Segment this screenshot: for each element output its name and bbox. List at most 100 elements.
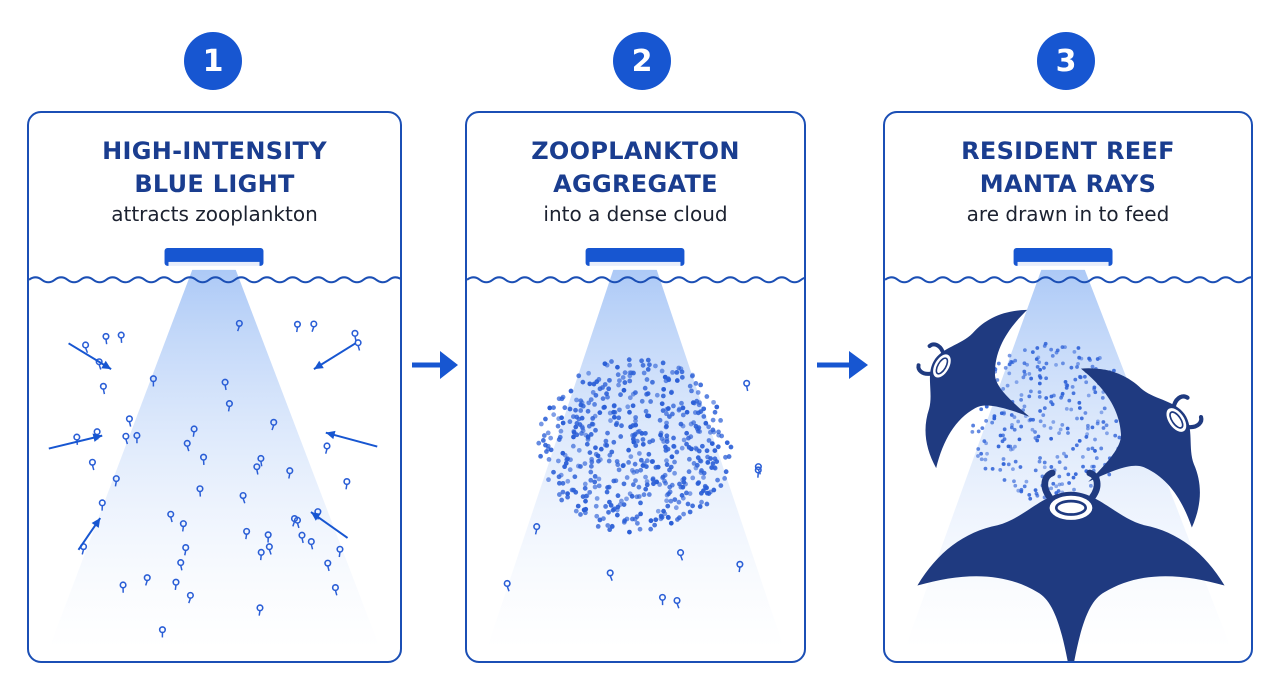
plankton-dot	[1042, 465, 1047, 470]
plankton-dot	[648, 526, 654, 532]
plankton-dot	[618, 434, 624, 439]
plankton-dot	[1027, 493, 1032, 497]
plankton-dot	[1009, 413, 1014, 417]
plankton-dot	[674, 449, 680, 455]
plankton-dot	[573, 508, 579, 514]
plankton-dot	[1005, 383, 1010, 388]
plankton-dot	[545, 430, 551, 436]
plankton-dot	[1019, 398, 1023, 402]
plankton-dot	[1077, 400, 1082, 405]
plankton-dot	[684, 441, 689, 447]
plankton-dot	[611, 478, 617, 484]
plankton-dot	[573, 407, 578, 413]
plankton-dot	[680, 477, 686, 483]
plankton-dot	[619, 423, 624, 429]
plankton-dot	[664, 492, 670, 498]
plankton-dot	[703, 420, 709, 426]
plankton-dot	[693, 445, 699, 451]
plankton-dot	[1037, 459, 1042, 464]
zooplankton	[323, 442, 331, 454]
plankton-dot	[559, 497, 565, 503]
plankton-dot	[612, 409, 618, 415]
plankton-dot	[601, 516, 606, 522]
plankton-dot	[663, 378, 669, 384]
zooplankton	[673, 596, 681, 609]
plankton-dot	[1064, 385, 1069, 390]
plankton-dot	[585, 437, 591, 443]
plankton-dot	[722, 476, 728, 481]
plankton-dot	[1076, 346, 1081, 350]
plankton-dot	[567, 467, 573, 473]
plankton-dot	[598, 446, 604, 452]
plankton-dot	[587, 381, 593, 387]
plankton-dot	[551, 405, 556, 410]
plankton-dot	[639, 398, 645, 404]
plankton-dot	[1033, 468, 1038, 473]
zooplankton	[102, 332, 110, 345]
step-1-subtitle: attracts zooplankton	[111, 202, 318, 226]
plankton-dot	[603, 504, 608, 509]
plankton-dot	[607, 499, 612, 505]
plankton-dot	[724, 440, 730, 446]
plankton-dot	[979, 451, 984, 456]
step-3-subtitle: are drawn in to feed	[966, 202, 1170, 226]
plankton-dot	[711, 487, 717, 493]
zooplankton	[754, 466, 762, 478]
plankton-dot	[1079, 356, 1084, 361]
plankton-dot	[1019, 489, 1024, 494]
plankton-dot	[706, 424, 712, 430]
plankton-dot	[1037, 390, 1042, 394]
plankton-dot	[983, 466, 988, 471]
plankton-dot	[598, 457, 603, 462]
plankton-dot	[1075, 416, 1079, 421]
light-attraction-scene	[29, 248, 400, 650]
zooplankton	[177, 559, 185, 571]
plankton-dot	[1058, 427, 1063, 432]
plankton-dot	[706, 438, 712, 443]
zooplankton	[179, 520, 187, 532]
plankton-dot	[1059, 395, 1063, 400]
plankton-dot	[1054, 350, 1059, 355]
plankton-dot	[1007, 353, 1012, 358]
plankton-dot	[1002, 410, 1006, 415]
plankton-dot	[643, 408, 649, 414]
plankton-dot	[585, 408, 591, 414]
zooplankton	[256, 604, 264, 616]
plankton-dot	[716, 432, 722, 438]
plankton-dot	[677, 515, 682, 521]
plankton-dot	[578, 402, 584, 408]
zooplankton	[235, 319, 243, 332]
plankton-dot	[1100, 395, 1105, 400]
plankton-dot	[630, 403, 636, 409]
plankton-dot	[643, 486, 649, 492]
zooplankton	[324, 559, 332, 572]
plankton-dot	[660, 408, 666, 413]
plankton-dot	[600, 396, 606, 402]
plankton-dot	[1066, 472, 1071, 477]
plankton-dot	[607, 410, 613, 416]
plankton-dot	[586, 400, 592, 406]
plankton-dot	[1013, 459, 1018, 464]
plankton-dot	[1033, 430, 1037, 434]
plankton-dot	[1114, 419, 1119, 424]
step-1-panel: HIGH-INTENSITY BLUE LIGHT attracts zoopl…	[27, 111, 402, 663]
zooplankton	[307, 538, 315, 550]
plankton-dot	[699, 499, 704, 505]
plankton-dot	[1070, 385, 1075, 389]
plankton-dot	[674, 378, 680, 383]
plankton-dot	[631, 439, 637, 445]
plankton-dot	[575, 503, 581, 509]
plankton-dot	[1117, 435, 1122, 440]
plankton-dot	[536, 440, 542, 446]
plankton-dot	[723, 454, 728, 460]
plankton-dot	[632, 461, 638, 467]
plankton-dot	[633, 418, 638, 424]
plankton-dot	[686, 469, 692, 475]
plankton-dot	[546, 457, 552, 462]
plankton-dot	[1074, 443, 1079, 448]
plankton-dot	[1012, 479, 1016, 484]
zooplankton	[606, 569, 614, 581]
plankton-dot	[1101, 420, 1106, 424]
plankton-dot	[1017, 437, 1022, 442]
plankton-dot	[562, 464, 567, 470]
